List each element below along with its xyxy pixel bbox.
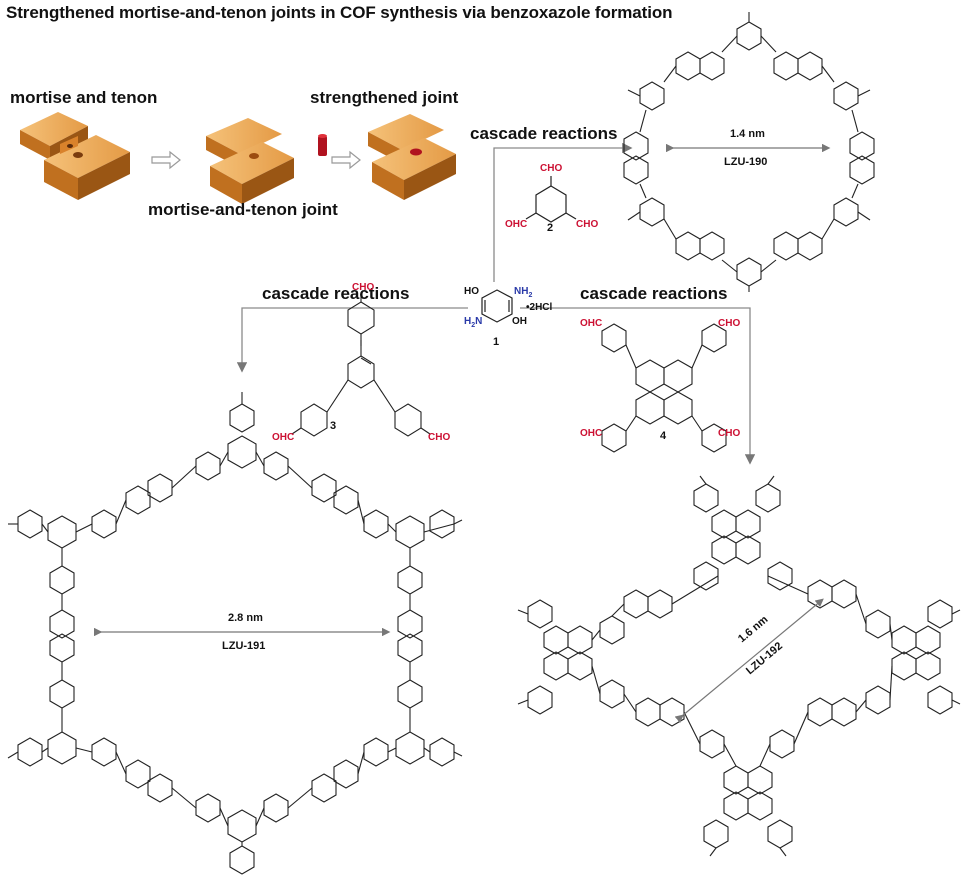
- monomer-1-nh2-top: NH2: [514, 286, 533, 299]
- cof-lzu-191-framework: [7, 392, 463, 875]
- monomer-2-label: 2: [547, 222, 554, 234]
- monomer-1-oh-top: HO: [464, 286, 479, 297]
- monomer-3-cho-right: CHO: [428, 432, 451, 443]
- monomer-1-label: 1: [493, 336, 500, 348]
- monomer-1-salt: •2HCl: [526, 302, 553, 313]
- monomer-1-h2n-bottom: H2N: [464, 316, 483, 329]
- lzu-190-name: LZU-190: [724, 156, 768, 168]
- monomer-4-ohc-bottom-left: OHC: [580, 428, 603, 439]
- figure-title: Strengthened mortise-and-tenon joints in…: [6, 3, 673, 22]
- monomer-2-cho-top: CHO: [540, 163, 563, 174]
- cascade-reactions-label-191: cascade reactions: [262, 284, 410, 303]
- monomer-4-cho-top-right: CHO: [718, 318, 741, 329]
- monomer-4-cho-bottom-right: CHO: [718, 428, 741, 439]
- hollow-arrow-2: [331, 150, 361, 170]
- strengthened-joint-label: strengthened joint: [310, 88, 459, 107]
- cascade-reactions-label-190: cascade reactions: [470, 124, 618, 143]
- mortise-and-tenon-joint-label: mortise-and-tenon joint: [148, 200, 338, 219]
- monomer-1-oh-bottom: OH: [512, 316, 527, 327]
- monomer-1-ring: [481, 289, 513, 323]
- mortise-tenon-separate-illustration: [20, 112, 130, 200]
- monomer-3-structure: [291, 294, 431, 437]
- reaction-arrows: [236, 142, 756, 465]
- cof-lzu-192-framework: [517, 475, 961, 857]
- lzu-192-pore-arrow: [674, 598, 824, 724]
- cof-lzu-190-framework: [623, 12, 875, 292]
- monomer-4-structure: [601, 323, 727, 453]
- mortise-tenon-joint-illustration: [206, 118, 294, 204]
- strengthened-joint-illustration: [368, 114, 456, 200]
- monomer-3-label: 3: [330, 420, 337, 432]
- lzu-191-name: LZU-191: [222, 640, 266, 652]
- monomer-3-ohc-left: OHC: [272, 432, 295, 443]
- monomer-2-ohc-left: OHC: [505, 219, 528, 230]
- cascade-reactions-label-192: cascade reactions: [580, 284, 728, 303]
- monomer-4-label: 4: [660, 430, 667, 442]
- peg-icon: [318, 134, 327, 156]
- mortise-and-tenon-label: mortise and tenon: [10, 88, 158, 107]
- monomer-3-cho-top: CHO: [352, 282, 375, 293]
- monomer-2-structure: [525, 176, 577, 223]
- lzu-190-pore-size: 1.4 nm: [730, 128, 765, 140]
- lzu-191-pore-size: 2.8 nm: [228, 612, 263, 624]
- monomer-2-cho-right: CHO: [576, 219, 599, 230]
- monomer-4-ohc-top-left: OHC: [580, 318, 603, 329]
- hollow-arrow-1: [151, 150, 181, 170]
